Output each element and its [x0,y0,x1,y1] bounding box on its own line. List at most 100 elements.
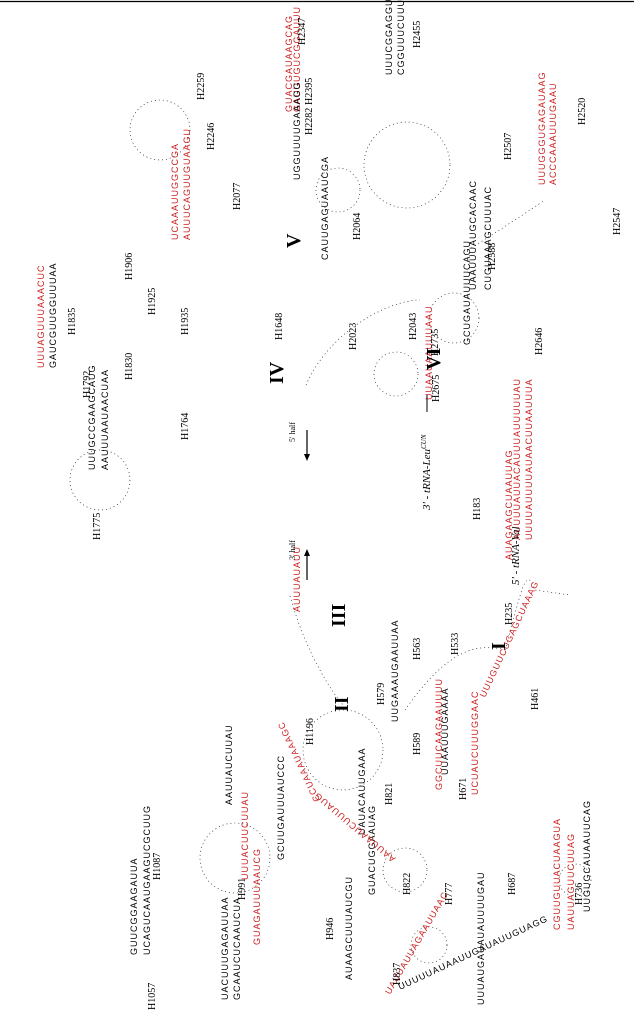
sequence-fragment: UAUACAUUGAAA [357,747,367,835]
helix-label: H2064 [352,213,363,240]
sequence-fragment: UUGAAAUGAAUUAA [390,619,400,722]
sequence-fragment: GUACUGGAAUAG [367,805,377,895]
domain-numeral: IV [266,361,288,384]
domain-numeral: III [328,603,350,627]
domain-numeral: VI [423,348,445,370]
sequence-fragment: GCUUGAUUUAUCCC [276,755,286,860]
helix-label: H1057 [147,983,158,1010]
helix-label: H2259 [196,73,207,100]
helix-label: H2455 [412,21,423,48]
sequence-fragment: UUUCGGAGGUUCUU [384,0,394,75]
sequence-fragment: AUAAGCUUUAUCGU [344,876,354,980]
sequence-fragment-highlighted: GGCUUCAAGAAUUUU [434,678,444,790]
helix-label: H2735 [430,329,441,356]
sequence-fragment: GCUGAUAUUUCAGU [462,240,472,345]
sequence-fragment: UUUUUAUAAUUGAUAUUGUAGG [397,913,550,991]
helix-label: H687 [507,873,518,895]
helix-label: H1925 [147,288,158,315]
helix-label: H946 [325,918,336,940]
helix-label: H563 [412,638,423,660]
sequence-fragment-highlighted: UCAAAUUGGCCGA [170,143,180,240]
helix-label: H991 [237,878,248,900]
helix-label: H2646 [534,328,545,355]
sequence-fragment-highlighted: AUUUAUAUU [292,546,302,612]
sequence-fragment: UCAGUCAAUGAAGUCGCUUG [142,805,152,955]
sequence-fragment-highlighted: ACCCAAAUUUGAAU [548,82,558,185]
sequence-fragment-highlighted: GUAGAUUUAAUCG [252,848,262,945]
backbone-lines [69,99,592,964]
helix-label: H2347 [297,18,308,45]
helix-label: H533 [450,633,461,655]
three-prime-half-label: 3' half [288,540,297,560]
domain-numeral: I [488,642,510,650]
helix-label: H461 [530,688,541,710]
helix-label: H183 [472,498,483,520]
sequence-fragment: AAUUAUCUUAU [224,724,234,805]
helix-label: H1830 [124,353,135,380]
helix-label: H2588 [487,243,498,270]
helix-label: H671 [458,778,469,800]
helix-label: H1775 [92,513,103,540]
sequence-fragment-highlighted: UUUAGUUUAAACUC [36,264,46,368]
sequence-fragment: UUUGCCGAAGCAUG [87,364,97,470]
helix-label: H235 [504,603,515,625]
helix-label: H589 [412,733,423,755]
helix-label: H2520 [577,98,588,125]
sequence-fragment: AAUUUAAUAACUAA [100,369,110,470]
helix-label: H837 [392,963,403,985]
sequence-fragment-highlighted: UUUGUUCUGAGCUAAAG [478,579,541,699]
sequence-fragment: CUGUAAAGCUUUAC [483,186,493,290]
sequence-fragment: GCAAUCUCAAUCUA [232,897,242,1000]
sequence-fragment-highlighted: UUAAUAAUUUAAU [424,305,434,400]
sequence-fragment: CGGUUUCUUUAAGGAU [396,0,406,75]
sequence-fragment: UUUAUGAUAUAUUUUGAU [476,871,486,1005]
trna-leu-label: 3' - tRNA-LeuCUN [420,434,433,511]
sequence-fragment-highlighted: AUUUUAUUACAUUUAUUUUUAU [512,378,522,540]
helix-label: H579 [376,683,387,705]
sequence-fragment-highlighted: UUUACUUCUUAU [240,791,250,880]
domain-numeral: V [283,233,305,248]
sequence-fragment: UAAUUUAUGCACAAC [468,180,478,290]
helix-label: H1935 [180,308,191,335]
helix-label: H2282 [304,108,315,135]
helix-label: H1648 [274,313,285,340]
sequence-fragment: CAUUGAGUAAUCGA [320,156,330,260]
arrow-up-icon [304,549,310,556]
arrow-down-icon [304,454,310,461]
sequence-fragment-highlighted: UUUUAUUUUAUAACUUAAUUUA [524,378,534,540]
helix-label: H2043 [408,313,419,340]
sequence-fragment-highlighted: GUACGAUAAGCAG [284,15,294,112]
sequence-fragment: UACUUUGAGAUUAA [220,896,230,1000]
sequence-fragment-highlighted: UCUAUCUUUGGAAC [470,690,480,795]
domain-numeral: II [331,696,353,712]
half-markers: 5' half 3' half [288,422,310,580]
sequence-fragment: UUGUGCAUAAUUCAG [582,800,592,912]
helix-label: H2077 [232,183,243,210]
helix-label: H2675 [431,375,442,402]
helix-label: H777 [444,883,455,905]
sequence-fragment-highlighted: UUUGGGUGAGAUAAG [537,71,547,185]
helix-label: H2395 [304,78,315,105]
helix-label: H2547 [612,208,623,235]
sequence-fragment-highlighted: AUUUCAGUUGUAAGU [182,128,192,240]
helix-label: H736 [574,883,585,905]
sequence-fragment: GUUCGGAAGAUUA [129,857,139,955]
helix-label: H2023 [348,323,359,350]
trna-leu-text: 3' - tRNA-Leu [421,448,433,511]
helix-label: H2246 [206,123,217,150]
sequence-fragment: GAUCGUUGGUUUAA [48,262,58,368]
sequence-fragment: UUAAUUUGAAAA [440,687,450,775]
sequence-fragment-highlighted: UAUUAGUUCUUAG [566,833,576,930]
helix-label: H1792 [82,371,93,398]
trna-leu-superscript: CUN [420,434,428,449]
helix-label: H1906 [124,253,135,280]
helix-label: H1764 [180,413,191,440]
helix-label: H2507 [503,133,514,160]
helix-label: H1087 [152,853,163,880]
helix-label: H1835 [67,308,78,335]
sequence-fragment-highlighted: CGUUGUUACUAAGUA [552,818,562,930]
sequence-fragment-highlighted: GAUUUGUCGGAUUU [292,6,302,112]
trna-val-label: 5' - tRNA-Val [510,526,522,585]
helix-label: H821 [384,783,395,805]
